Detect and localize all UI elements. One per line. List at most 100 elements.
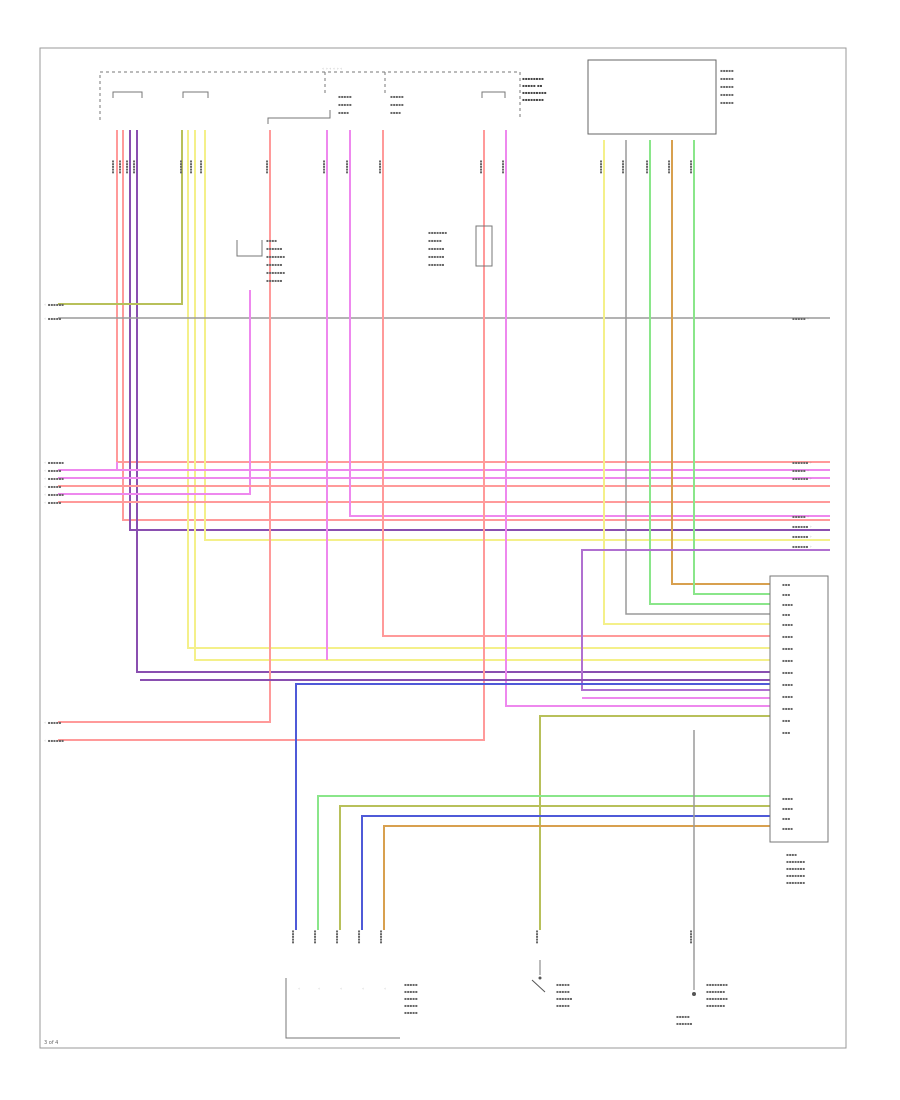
svg-text:▪▪▪▪▪: ▪▪▪▪▪ bbox=[501, 160, 506, 174]
svg-text:▪▪▪▪▪▪: ▪▪▪▪▪▪ bbox=[266, 278, 283, 283]
wire-pink-7 bbox=[505, 130, 770, 707]
wire-yellow-2 bbox=[194, 130, 770, 661]
top-connectors bbox=[112, 91, 506, 124]
svg-text:▪▪▪▪▪▪: ▪▪▪▪▪▪ bbox=[266, 262, 283, 267]
svg-text:▪▪▪: ▪▪▪ bbox=[782, 582, 790, 587]
svg-text:▪▪▪▪▪ ◦: ▪▪▪▪▪ ◦ bbox=[792, 514, 809, 519]
connector-bottom-left: ◦◦ ◦◦ ◦ ▪▪▪▪▪▪▪▪▪▪ ▪▪▪▪▪▪▪▪▪▪ ▪▪▪▪▪ bbox=[285, 978, 418, 1039]
svg-text:▪▪▪▪▪: ▪▪▪▪▪ bbox=[265, 160, 270, 174]
svg-text:▪▪▪▪▪: ▪▪▪▪▪ bbox=[338, 94, 352, 99]
svg-text:▪▪▪▪▪: ▪▪▪▪▪ bbox=[404, 989, 418, 994]
top-harness-outline bbox=[99, 71, 521, 120]
svg-text:◦ ◦ ◦ ◦ ◦ ◦: ◦ ◦ ◦ ◦ ◦ ◦ bbox=[322, 66, 343, 71]
svg-text:▪▪▪▪▪▪▪: ▪▪▪▪▪▪▪ bbox=[428, 230, 447, 235]
svg-text:▪▪▪▪▪▪: ▪▪▪▪▪▪ bbox=[676, 1021, 693, 1026]
svg-text:▪▪▪▪▪: ▪▪▪▪▪ bbox=[556, 989, 570, 994]
svg-text:▪▪▪▪▪: ▪▪▪▪▪ bbox=[556, 982, 570, 987]
svg-text:▪▪▪▪▪: ▪▪▪▪▪ bbox=[338, 102, 352, 107]
svg-text:◦ ▪▪▪▪▪: ◦ ▪▪▪▪▪ bbox=[44, 468, 61, 473]
svg-text:▪▪▪▪▪▪ ◦: ▪▪▪▪▪▪ ◦ bbox=[792, 524, 812, 529]
wire-olive-3 bbox=[339, 805, 770, 930]
svg-text:▪▪▪▪: ▪▪▪▪ bbox=[782, 658, 793, 663]
wire-red-1 bbox=[116, 130, 830, 463]
svg-text:▪▪▪▪▪ ▪▪: ▪▪▪▪▪ ▪▪ bbox=[522, 83, 543, 88]
svg-text:◦: ◦ bbox=[384, 986, 386, 991]
svg-text:▪▪▪: ▪▪▪ bbox=[782, 592, 790, 597]
svg-text:▪▪▪▪▪: ▪▪▪▪▪ bbox=[556, 1003, 570, 1008]
wire-green-3 bbox=[317, 795, 770, 930]
svg-text:▪▪▪▪▪▪ ◦: ▪▪▪▪▪▪ ◦ bbox=[792, 534, 812, 539]
svg-text:▪▪▪▪▪: ▪▪▪▪▪ bbox=[404, 996, 418, 1001]
connector-right-bottom bbox=[769, 575, 829, 843]
svg-text:▪▪▪▪: ▪▪▪▪ bbox=[782, 796, 793, 801]
wire-yellow-3 bbox=[204, 130, 830, 541]
left-wire-tags: ◦ ▪▪▪▪▪▪ ◦ ▪▪▪▪▪ ◦ ▪▪▪▪▪▪ ◦ ▪▪▪▪▪ ◦ ▪▪▪▪▪▪… bbox=[44, 302, 64, 743]
svg-text:◦ ▪▪▪▪▪▪: ◦ ▪▪▪▪▪▪ bbox=[44, 476, 64, 481]
wire-violet-2 bbox=[136, 130, 770, 673]
svg-text:◦ ▪▪▪▪▪▪: ◦ ▪▪▪▪▪▪ bbox=[44, 738, 64, 743]
right-wire-tags: ▪▪▪▪▪▪ ◦▪▪▪▪▪ ◦ ▪▪▪▪▪▪ ◦▪▪▪▪▪ ◦ ▪▪▪▪▪▪ ◦… bbox=[792, 316, 812, 549]
svg-text:▪▪▪▪: ▪▪▪▪ bbox=[782, 634, 793, 639]
svg-text:▪▪▪▪: ▪▪▪▪ bbox=[782, 622, 793, 627]
svg-text:▪▪▪▪▪: ▪▪▪▪▪ bbox=[645, 160, 650, 174]
svg-text:▪▪▪▪: ▪▪▪▪ bbox=[782, 682, 793, 687]
svg-text:◦: ◦ bbox=[298, 986, 300, 991]
module-top-right-label: ▪▪▪▪▪▪▪▪▪▪ ▪▪▪▪▪▪▪▪▪▪ ▪▪▪▪▪ bbox=[720, 68, 734, 105]
svg-text:▪▪▪: ▪▪▪ bbox=[782, 816, 790, 821]
svg-text:▪▪▪▪▪▪▪: ▪▪▪▪▪▪▪ bbox=[786, 873, 805, 878]
svg-text:▪▪▪▪▪: ▪▪▪▪▪ bbox=[667, 160, 672, 174]
top-vertical-tags: ▪▪▪▪▪ ▪▪▪▪▪ ▪▪▪▪▪ ▪▪▪▪▪ ▪▪▪▪▪ ▪▪▪▪▪ ▪▪▪▪… bbox=[111, 160, 694, 174]
center-top-labels: ▪▪▪▪▪▪▪▪▪▪ ▪▪▪▪▪▪▪▪▪ ▪▪▪▪▪▪▪▪▪ bbox=[338, 94, 404, 115]
svg-text:▪▪▪▪▪▪▪: ▪▪▪▪▪▪▪ bbox=[786, 859, 805, 864]
svg-text:▪▪▪▪▪▪▪: ▪▪▪▪▪▪▪ bbox=[266, 254, 285, 259]
ground-bottom-right: ▪▪▪▪▪▪▪▪▪▪▪▪▪▪▪ ▪▪▪▪▪▪▪▪▪▪▪▪▪▪▪ ▪▪▪▪▪▪▪▪… bbox=[676, 960, 728, 1026]
svg-text:▪▪▪▪▪: ▪▪▪▪▪ bbox=[720, 68, 734, 73]
svg-text:▪▪▪▪: ▪▪▪▪ bbox=[786, 852, 797, 857]
wire-orange-2 bbox=[383, 825, 770, 930]
svg-text:▪▪▪▪▪: ▪▪▪▪▪ bbox=[345, 160, 350, 174]
svg-text:◦ ▪▪▪▪▪: ◦ ▪▪▪▪▪ bbox=[44, 484, 61, 489]
svg-text:◦: ◦ bbox=[362, 986, 364, 991]
svg-text:▪▪▪▪▪: ▪▪▪▪▪ bbox=[390, 102, 404, 107]
svg-text:▪▪▪: ▪▪▪ bbox=[782, 718, 790, 723]
svg-text:▪▪▪▪▪▪▪: ▪▪▪▪▪▪▪ bbox=[266, 270, 285, 275]
top-harness-labels: ◦ ◦ ◦ ◦ ◦ ◦ ▪▪▪▪▪▪▪▪ ▪▪▪▪▪ ▪▪ ▪▪▪▪▪▪▪▪▪ … bbox=[322, 66, 547, 102]
svg-text:◦ ▪▪▪▪▪▪: ◦ ▪▪▪▪▪▪ bbox=[44, 302, 64, 307]
module-top-right bbox=[587, 59, 717, 135]
svg-text:▪▪▪▪▪: ▪▪▪▪▪ bbox=[132, 160, 137, 174]
wire-blue-1 bbox=[295, 683, 770, 930]
svg-text:◦ ▪▪▪▪▪: ◦ ▪▪▪▪▪ bbox=[44, 720, 61, 725]
svg-text:▪▪▪▪▪: ▪▪▪▪▪ bbox=[335, 930, 340, 944]
wire-green-1 bbox=[649, 140, 770, 605]
svg-text:▪▪▪▪: ▪▪▪▪ bbox=[338, 110, 349, 115]
svg-text:▪▪▪▪▪: ▪▪▪▪▪ bbox=[720, 76, 734, 81]
wire-red-3 bbox=[58, 130, 271, 723]
svg-text:▪▪▪▪: ▪▪▪▪ bbox=[782, 806, 793, 811]
svg-text:▪▪▪▪▪▪: ▪▪▪▪▪▪ bbox=[428, 254, 445, 259]
svg-text:▪▪▪▪▪: ▪▪▪▪▪ bbox=[357, 930, 362, 944]
svg-text:▪▪▪▪: ▪▪▪▪ bbox=[782, 694, 793, 699]
wire-violet-3 bbox=[581, 549, 830, 691]
svg-text:◦: ◦ bbox=[318, 986, 320, 991]
svg-text:▪▪▪▪▪▪▪: ▪▪▪▪▪▪▪ bbox=[706, 1003, 725, 1008]
svg-text:▪▪▪▪▪: ▪▪▪▪▪ bbox=[720, 84, 734, 89]
svg-text:◦ ▪▪▪▪▪▪: ◦ ▪▪▪▪▪▪ bbox=[44, 492, 64, 497]
svg-text:▪▪▪▪▪▪▪: ▪▪▪▪▪▪▪ bbox=[786, 866, 805, 871]
svg-text:▪▪▪▪▪: ▪▪▪▪▪ bbox=[599, 160, 604, 174]
svg-text:◦ ▪▪▪▪▪: ◦ ▪▪▪▪▪ bbox=[44, 500, 61, 505]
svg-text:▪▪▪▪▪: ▪▪▪▪▪ bbox=[111, 160, 116, 174]
wire-red-7 bbox=[58, 130, 485, 741]
svg-text:▪▪▪▪▪: ▪▪▪▪▪ bbox=[291, 930, 296, 944]
svg-text:◦ ▪▪▪▪▪: ◦ ▪▪▪▪▪ bbox=[44, 316, 61, 321]
svg-text:▪▪▪▪▪▪▪: ▪▪▪▪▪▪▪ bbox=[706, 989, 725, 994]
svg-text:▪▪▪▪: ▪▪▪▪ bbox=[782, 646, 793, 651]
svg-text:▪▪▪▪▪: ▪▪▪▪▪ bbox=[720, 92, 734, 97]
svg-text:▪▪▪▪▪▪ ◦: ▪▪▪▪▪▪ ◦ bbox=[792, 544, 812, 549]
svg-text:▪▪▪▪▪▪▪: ▪▪▪▪▪▪▪ bbox=[786, 880, 805, 885]
wire-yellow-1 bbox=[187, 130, 770, 649]
svg-text:▪▪▪: ▪▪▪ bbox=[782, 730, 790, 735]
wire-orange-1 bbox=[671, 140, 770, 585]
svg-text:▪▪▪▪▪: ▪▪▪▪▪ bbox=[404, 1010, 418, 1015]
svg-text:▪▪▪▪▪▪▪▪: ▪▪▪▪▪▪▪▪ bbox=[706, 996, 728, 1001]
